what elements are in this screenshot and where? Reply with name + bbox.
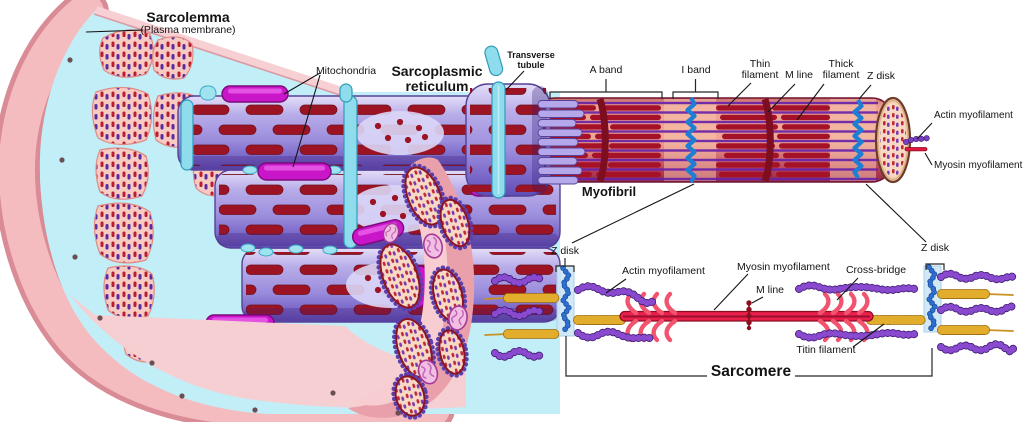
z-disk-zigzag-beads — [559, 264, 939, 335]
label-a-band: A band — [589, 64, 623, 76]
label-myosin-myofilament: Myosin myofilament — [737, 261, 830, 273]
muscle-fiber-cutaway — [0, 0, 561, 422]
myofibril-cylinder — [534, 96, 928, 184]
label-mitochondria: Mitochondria — [315, 65, 377, 77]
cut-myofibril-ovals — [376, 163, 474, 420]
t-tubule-ring-mid — [343, 95, 358, 249]
label-transverse-tubule: Transverse tubule — [507, 50, 555, 70]
titin-coils — [503, 289, 992, 339]
myosin-myofilament-tip — [904, 147, 928, 152]
label-actin-myofilament-top: Actin myofilament — [934, 110, 1013, 121]
sr-fingers — [537, 100, 586, 185]
mitochondrion — [257, 162, 332, 181]
leader-lines — [85, 29, 933, 348]
sarcomere-diagram — [484, 264, 1013, 357]
t-tubule-ring-left — [180, 99, 194, 171]
membrane-dots — [59, 57, 401, 416]
thin-filament-lines — [535, 101, 878, 181]
sheath-inner-floor — [70, 295, 466, 409]
sarcolemma-sheath — [0, 0, 455, 422]
sr-sheath-junction — [465, 45, 586, 199]
myofibril-bundle — [348, 157, 475, 420]
label-titin-filament: Titin filament — [796, 344, 856, 356]
brackets — [549, 79, 945, 377]
protruding-filaments — [904, 138, 928, 152]
label-thin-filament: Thin filament — [741, 58, 779, 82]
m-line-band — [761, 97, 774, 183]
z-disk-zigzag — [852, 98, 864, 180]
m-line-beads — [746, 300, 752, 331]
label-z-disk-right: Z disk — [920, 242, 950, 254]
label-myofibril: Myofibril — [581, 184, 637, 199]
label-thick-filament: Thick filament — [822, 58, 860, 82]
label-actin-myofilament: Actin myofilament — [622, 265, 705, 277]
label-sarcomere: Sarcomere — [710, 363, 792, 380]
m-line-band — [596, 97, 609, 183]
sarcolemma-subtitle: (Plasma membrane) — [140, 23, 236, 36]
z-disk-zigzag — [685, 96, 697, 184]
transverse-tubule — [484, 45, 506, 199]
mitochondrion — [221, 85, 289, 103]
label-z-disk-top: Z disk — [866, 70, 896, 82]
label-i-band: I band — [681, 64, 711, 76]
label-m-line: M line — [755, 284, 785, 296]
label-m-line-top: M line — [784, 69, 814, 81]
label-sarcolemma: Sarcolemma (Plasma membrane) — [140, 10, 235, 36]
label-sarcoplasmic-reticulum: Sarcoplasmic reticulum — [391, 63, 483, 94]
label-z-disk-left: Z disk — [550, 245, 580, 257]
sarcolemma-title: Sarcolemma — [146, 9, 230, 25]
myofibril-end-cap — [874, 96, 912, 184]
label-cross-bridge: Cross-bridge — [845, 264, 907, 276]
label-myosin-myofilament-top: Myosin myofilament — [934, 160, 1023, 171]
